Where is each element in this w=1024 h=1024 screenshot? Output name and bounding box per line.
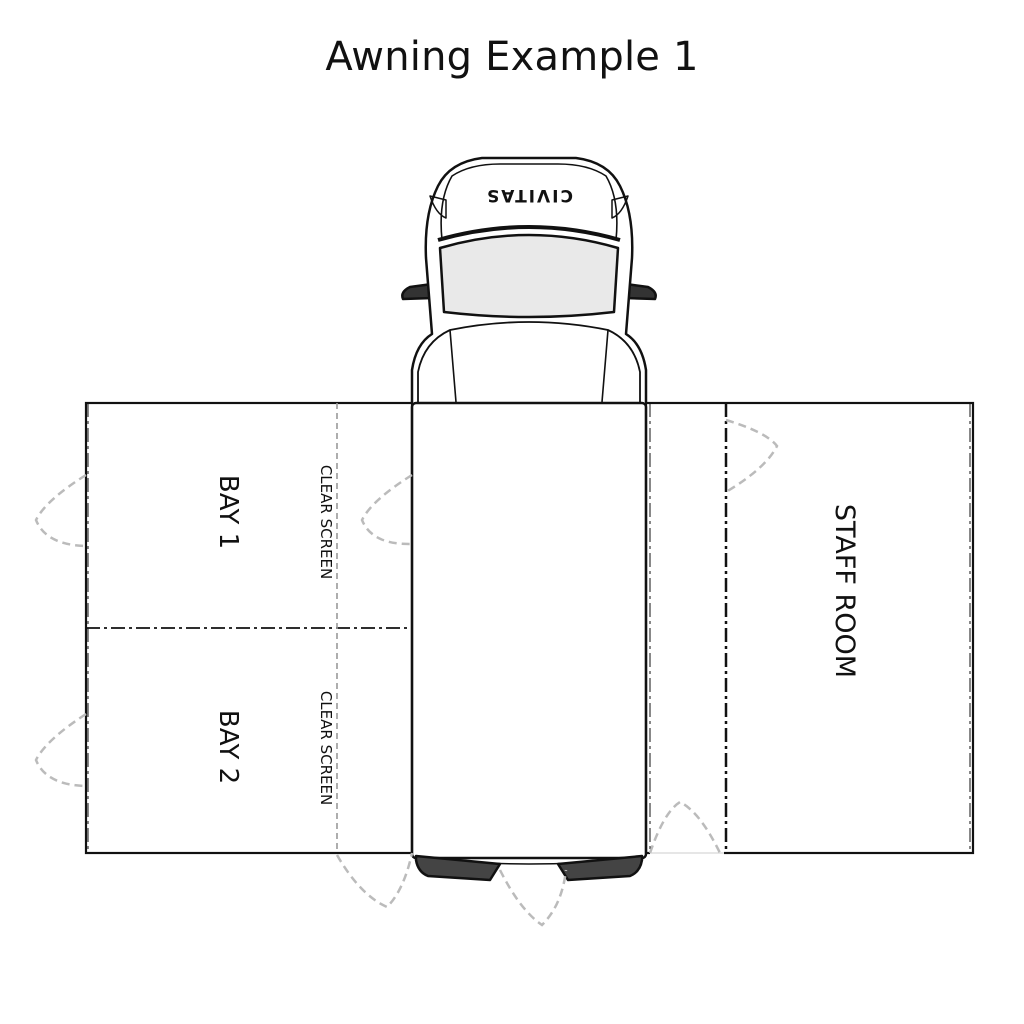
right-mirror bbox=[623, 282, 657, 301]
clear-screen-label-2: CLEAR SCREEN bbox=[317, 691, 335, 805]
van bbox=[401, 156, 657, 882]
door-swing-staff-room bbox=[725, 418, 779, 494]
rear-bumper-right bbox=[556, 854, 644, 882]
rear-bumper-left bbox=[414, 854, 502, 882]
van-brand: CIVITAS bbox=[485, 185, 573, 205]
right-awning bbox=[644, 401, 975, 855]
door-swing-front-2 bbox=[648, 800, 722, 854]
right-awning-frame bbox=[644, 401, 975, 855]
door-swing-bay2 bbox=[34, 712, 87, 788]
van-body bbox=[410, 401, 648, 860]
windscreen bbox=[438, 233, 620, 319]
clear-screen-label-1: CLEAR SCREEN bbox=[317, 465, 335, 579]
door-swing-front-1 bbox=[335, 852, 414, 909]
diagram-title: Awning Example 1 bbox=[325, 34, 699, 80]
bay2-label: BAY 2 bbox=[213, 710, 243, 784]
van-roof bbox=[417, 321, 641, 402]
left-mirror bbox=[401, 282, 435, 301]
door-swing-bay1 bbox=[34, 473, 87, 548]
left-awning bbox=[84, 401, 414, 855]
door-swings-right bbox=[648, 418, 779, 854]
door-swings-left bbox=[34, 473, 568, 927]
bay1-label: BAY 1 bbox=[213, 475, 243, 549]
door-swing-rear bbox=[498, 869, 568, 927]
staff-room-label: STAFF ROOM bbox=[829, 504, 860, 678]
door-swing-van-side bbox=[360, 473, 413, 546]
